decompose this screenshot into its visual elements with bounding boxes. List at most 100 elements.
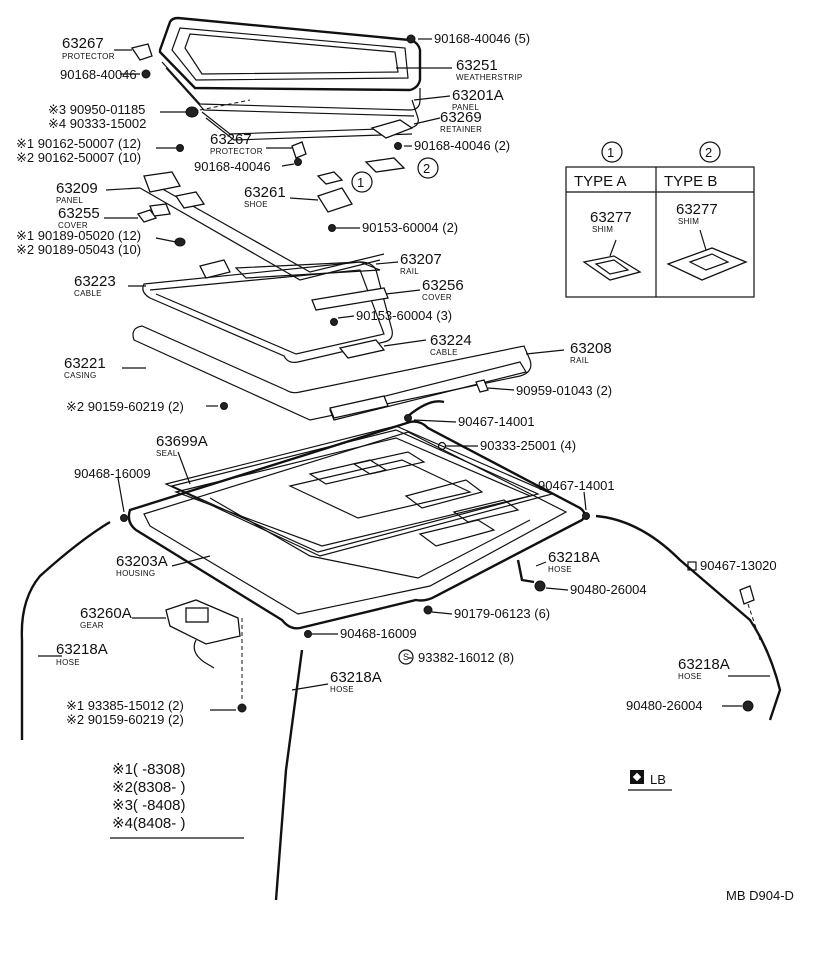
svg-text:PANEL: PANEL — [452, 103, 479, 112]
screw-90162 — [176, 144, 184, 152]
svg-text:HOSE: HOSE — [330, 685, 354, 694]
label-93385: ※1 93385-15012 (2) — [66, 698, 184, 713]
hose-63218a-short — [516, 559, 535, 584]
leader-lines — [38, 49, 770, 711]
protector-63267a — [130, 43, 153, 61]
glass-panel — [158, 16, 422, 117]
svg-text:SHOE: SHOE — [244, 200, 268, 209]
shim-type-legend: 1 2 TYPE A TYPE B 63277 SHIM 63277 SHIM — [565, 141, 755, 298]
nut-90950 — [185, 99, 251, 118]
nut-90189 — [174, 237, 186, 247]
cover-63256 — [311, 287, 389, 311]
clamp-90480a — [534, 580, 546, 592]
label-90168-top: 90168-40046 (5) — [434, 31, 530, 46]
label-63699a: 63699A — [156, 433, 208, 450]
shoe-63261 — [317, 187, 353, 213]
label-90159b: ※2 90159-60219 (2) — [66, 712, 184, 727]
hose-63218a-left — [20, 520, 111, 740]
casing-63221 — [132, 325, 532, 421]
circle-marker-1-text: 1 — [357, 175, 364, 190]
svg-text:GEAR: GEAR — [80, 621, 104, 630]
legend-type-b: TYPE B — [664, 173, 717, 190]
screw-90179 — [423, 605, 433, 615]
label-90333a: ※4 90333-15002 — [48, 116, 146, 131]
label-90468a: 90468-16009 — [74, 466, 151, 481]
label-63218a-2: 63218A — [56, 641, 108, 658]
footnote-1: ※1( -8308) — [112, 761, 185, 778]
label-90467b: 90467-14001 — [538, 478, 615, 493]
footnote-2: ※2(8308- ) — [112, 779, 185, 796]
circle-marker-2: 2 — [417, 157, 439, 179]
hose-fitting-90467c — [739, 585, 761, 641]
svg-text:HOSE: HOSE — [548, 565, 572, 574]
label-63261: 63261 — [244, 184, 286, 201]
svg-text:HOSE: HOSE — [678, 672, 702, 681]
bolt-90168-top — [406, 34, 432, 44]
bolt-90168c — [394, 142, 402, 150]
svg-text:CASING: CASING — [64, 371, 96, 380]
label-90162a: ※1 90162-50007 (12) — [16, 136, 141, 151]
label-90168c: 90168-40046 (2) — [414, 138, 510, 153]
shim-type-a-shape — [316, 171, 344, 185]
label-63223: 63223 — [74, 273, 116, 290]
svg-text:CABLE: CABLE — [74, 289, 102, 298]
footnote-4: ※4(8408- ) — [112, 815, 185, 832]
label-63255: 63255 — [58, 205, 100, 222]
svg-text:WEATHERSTRIP: WEATHERSTRIP — [456, 73, 523, 82]
footnotes: ※1( -8308) ※2(8308- ) ※3( -8408) ※4(8408… — [110, 761, 244, 839]
hose-63218a-right — [595, 514, 782, 721]
hose-stub-90467a — [404, 400, 445, 422]
label-90480b: 90480-26004 — [626, 698, 703, 713]
seal-63699a — [164, 425, 554, 557]
svg-text:COVER: COVER — [58, 221, 88, 230]
svg-text:HOSE: HOSE — [56, 658, 80, 667]
label-63218a-1: 63218A — [548, 549, 600, 566]
svg-text:SHIM: SHIM — [592, 225, 613, 234]
screw-93385 — [237, 618, 247, 713]
label-63267a: 63267 — [62, 35, 104, 52]
bolt-90168a — [120, 69, 151, 79]
s-mark: S — [398, 649, 414, 665]
clamp-90480b — [742, 700, 754, 712]
label-63267b: 63267 — [210, 131, 252, 148]
label-90333b: 90333-25001 (4) — [480, 438, 576, 453]
part-labels: 63267 PROTECTOR 90168-40046 (5) 90168-40… — [16, 31, 777, 727]
label-90189b: ※2 90189-05043 (10) — [16, 242, 141, 257]
svg-text:RETAINER: RETAINER — [440, 125, 482, 134]
legend-shim-b-part: 63277 — [676, 201, 718, 218]
label-63221: 63221 — [64, 355, 106, 372]
circle-marker-1: 1 — [351, 171, 373, 193]
label-63209: 63209 — [56, 180, 98, 197]
diagram-code: MB D904-D — [726, 888, 794, 903]
label-63218a-4: 63218A — [678, 656, 730, 673]
shim-type-b-shape — [364, 157, 406, 173]
label-63203a: 63203A — [116, 553, 168, 570]
protector-63267b — [291, 141, 307, 159]
svg-text:SEAL: SEAL — [156, 449, 178, 458]
lb-mark: LB — [628, 770, 672, 791]
cover-63255 — [136, 209, 158, 223]
svg-text:1: 1 — [607, 145, 614, 160]
svg-text:CABLE: CABLE — [430, 348, 458, 357]
panel-63209 — [139, 171, 385, 281]
screw-90153a — [328, 224, 336, 232]
label-90153b: 90153-60004 (3) — [356, 308, 452, 323]
label-63224: 63224 — [430, 332, 472, 349]
svg-text:S: S — [403, 652, 409, 662]
shim-a-drawing — [582, 239, 642, 281]
label-93382: 93382-16012 (8) — [418, 650, 514, 665]
legend-type-a: TYPE A — [574, 173, 627, 190]
cable-63223 — [142, 261, 393, 363]
clip-90959 — [475, 379, 489, 393]
svg-text:LB: LB — [650, 772, 666, 787]
rail-63208 — [329, 361, 527, 421]
hose-fitting-90468a — [120, 514, 128, 522]
housing-63203a — [127, 420, 586, 630]
svg-text:2: 2 — [705, 145, 712, 160]
screw-90153b — [330, 318, 338, 326]
diamond-square-mark — [687, 561, 697, 571]
label-63260a: 63260A — [80, 605, 132, 622]
label-90168a: 90168-40046 — [60, 67, 137, 82]
